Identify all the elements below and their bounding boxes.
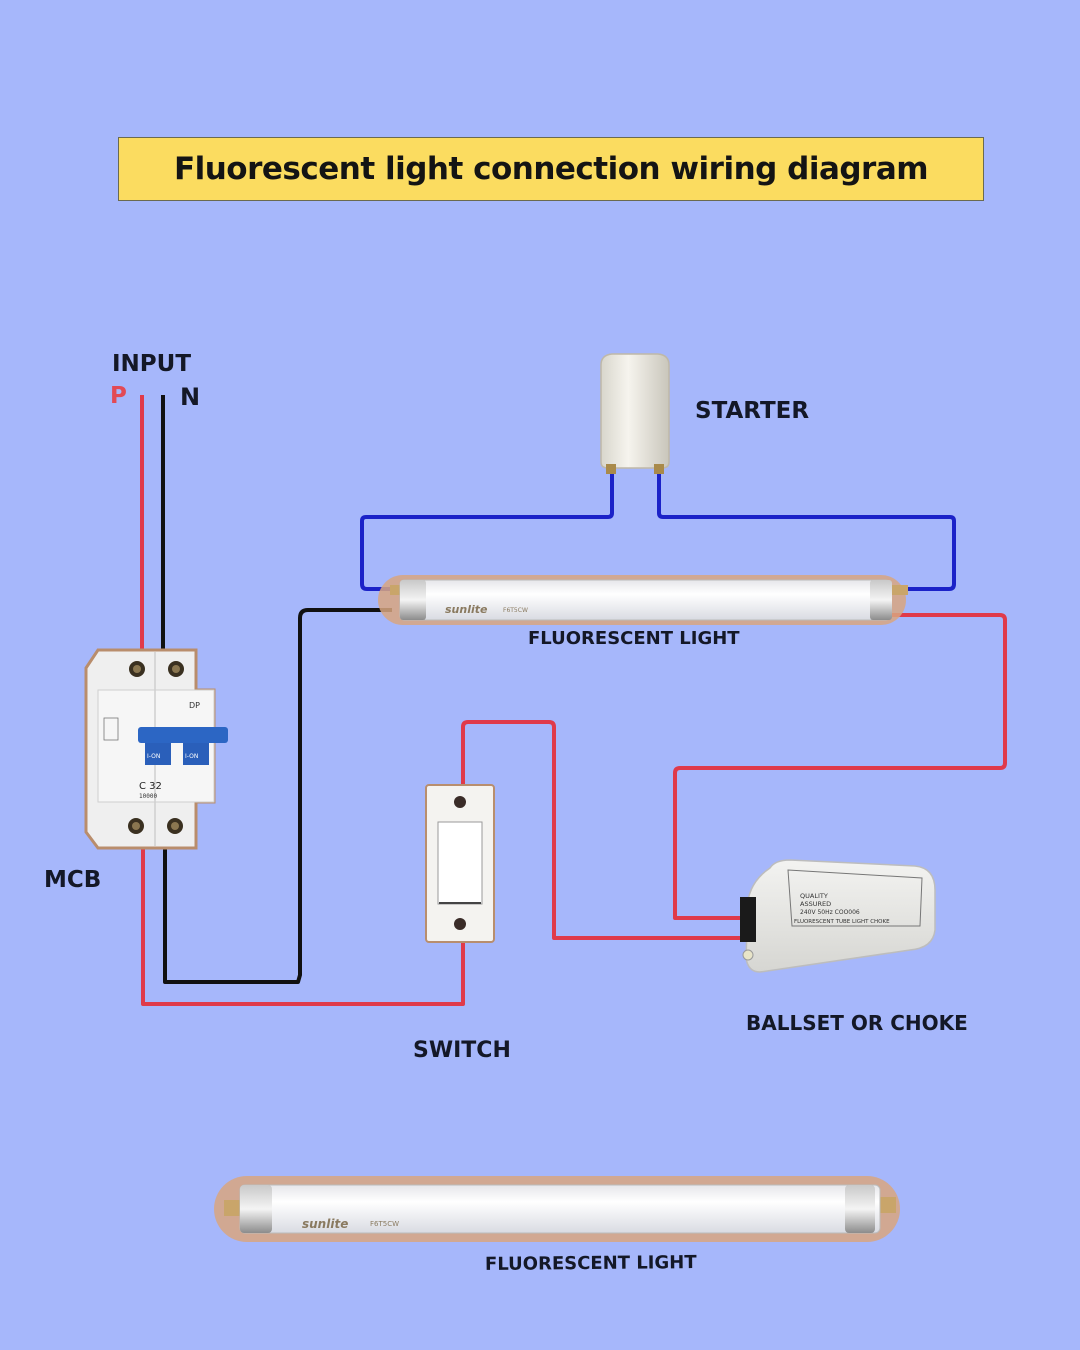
starter-device — [600, 353, 670, 474]
tube-light-bottom: sunlite F6T5CW — [214, 1176, 900, 1242]
svg-text:F6T5CW: F6T5CW — [370, 1220, 399, 1228]
ballast-label: BALLSET OR CHOKE — [746, 1011, 968, 1035]
diagram-title: Fluorescent light connection wiring diag… — [173, 151, 929, 187]
wire-switch-to-ballast — [461, 720, 745, 940]
tube-model: F6T5CW — [503, 607, 528, 614]
ballast-device: QUALITY ASSURED 240V 50Hz COO006 FLUORES… — [740, 859, 936, 973]
mcb-code: 10000 — [139, 793, 157, 800]
tube-light-bottom-label: FLUORESCENT LIGHT — [484, 1252, 697, 1275]
ballast-text-1: QUALITY — [800, 892, 828, 900]
tube-light-top: sunlite F6T5CW — [378, 575, 908, 625]
starter-label: STARTER — [695, 398, 810, 424]
svg-text:ASSURED: ASSURED — [800, 900, 831, 908]
mcb-handle-text: I-ON — [147, 753, 160, 760]
svg-text:240V 50Hz COO006: 240V 50Hz COO006 — [800, 909, 860, 916]
mcb-device: DP I-ON I-ON C 32 10000 — [84, 648, 228, 850]
svg-text:I-ON: I-ON — [185, 753, 198, 760]
wire-neutral-to-tube — [163, 608, 392, 984]
wire-ballast-to-tube — [673, 613, 1007, 920]
mcb-pole-label: DP — [189, 701, 200, 710]
tube-brand: sunlite — [445, 603, 488, 616]
switch-label: SWITCH — [413, 1038, 511, 1063]
switch-device — [425, 784, 495, 943]
title-banner: Fluorescent light connection wiring diag… — [118, 137, 984, 201]
tube-brand-bottom: sunlite — [302, 1217, 348, 1231]
wire-phase-to-switch — [141, 840, 465, 1006]
wire-starter-left — [360, 470, 614, 591]
tube-light-label: FLUORESCENT LIGHT — [528, 628, 740, 649]
input-label: INPUT — [112, 351, 192, 377]
phase-label: P — [110, 383, 127, 409]
wire-starter-right — [657, 470, 956, 591]
neutral-label: N — [180, 383, 201, 411]
svg-text:FLUORESCENT TUBE LIGHT CHOKE: FLUORESCENT TUBE LIGHT CHOKE — [794, 919, 890, 925]
mcb-label: MCB — [44, 867, 102, 893]
mcb-rating: C 32 — [139, 781, 162, 792]
